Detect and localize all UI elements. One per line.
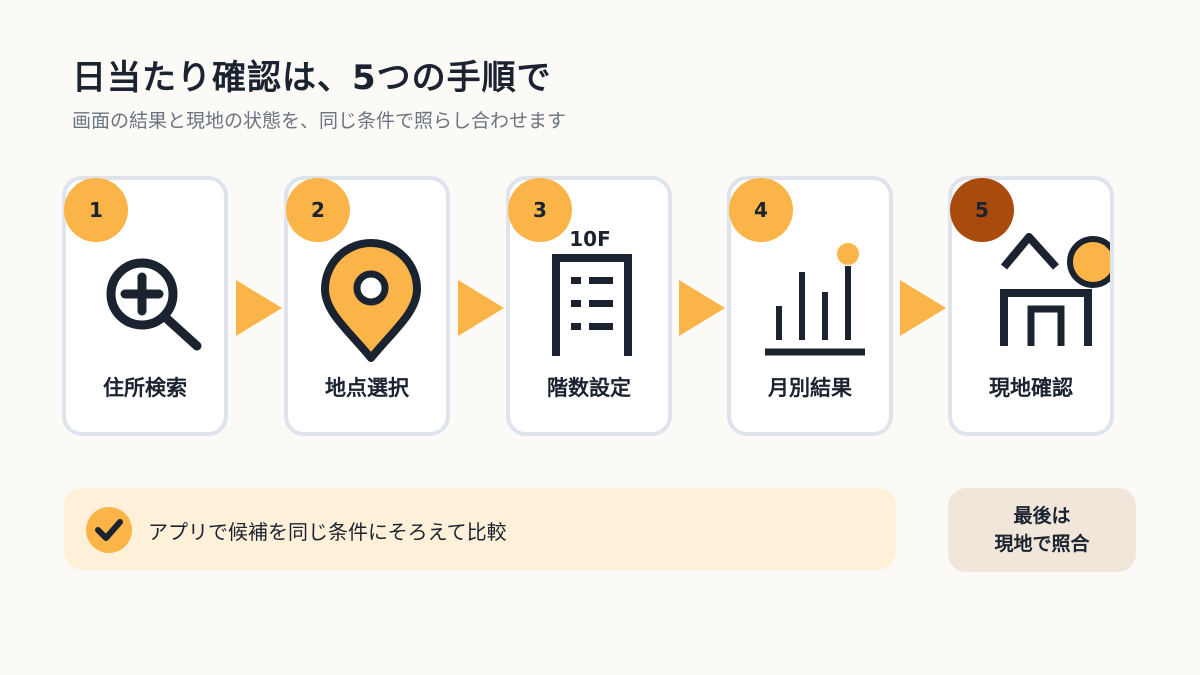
step-number-badge: 3 bbox=[508, 178, 572, 242]
step-label: 現地確認 bbox=[989, 376, 1073, 400]
arrow-right-icon bbox=[900, 280, 946, 336]
note-banner: アプリで候補を同じ条件にそろえて比較 bbox=[64, 488, 896, 570]
step-card-3: 3 10F 階数設定 bbox=[506, 176, 672, 436]
step-number-badge: 2 bbox=[286, 178, 350, 242]
step-label: 地点選択 bbox=[325, 376, 409, 400]
arrow-right-icon bbox=[458, 280, 504, 336]
arrow-right-icon bbox=[679, 280, 725, 336]
step-card-4: 4 月別結果 bbox=[727, 176, 893, 436]
note-text: アプリで候補を同じ条件にそろえて比較 bbox=[148, 520, 507, 544]
bar-chart-icon bbox=[765, 243, 865, 356]
step-card-5: 5 現地確認 bbox=[948, 176, 1114, 436]
step-number-badge: 5 bbox=[950, 178, 1014, 242]
final-line-2: 現地で照合 bbox=[994, 533, 1090, 555]
step-card-2: 2 地点選択 bbox=[284, 176, 450, 436]
arrow-right-icon bbox=[236, 280, 282, 336]
final-step-box: 最後は 現地で照合 bbox=[948, 488, 1136, 572]
final-line-1: 最後は bbox=[1013, 505, 1071, 527]
step-card-1: 1 住所検索 bbox=[62, 176, 228, 436]
step-label: 月別結果 bbox=[768, 376, 852, 400]
page-subtitle: 画面の結果と現地の状態を、同じ条件で照らし合わせます bbox=[72, 110, 567, 132]
search-plus-icon bbox=[106, 258, 202, 351]
floor-label: 10F bbox=[569, 227, 611, 251]
house-sun-icon bbox=[1000, 233, 1110, 346]
page-title: 日当たり確認は、5つの手順で bbox=[72, 58, 552, 98]
step-label: 住所検索 bbox=[103, 376, 187, 400]
building-floor-icon: 10F bbox=[552, 227, 632, 356]
check-icon bbox=[86, 507, 132, 553]
step-number-badge: 1 bbox=[64, 178, 128, 242]
map-pin-icon bbox=[321, 239, 421, 362]
step-number-badge: 4 bbox=[729, 178, 793, 242]
step-label: 階数設定 bbox=[547, 376, 631, 400]
